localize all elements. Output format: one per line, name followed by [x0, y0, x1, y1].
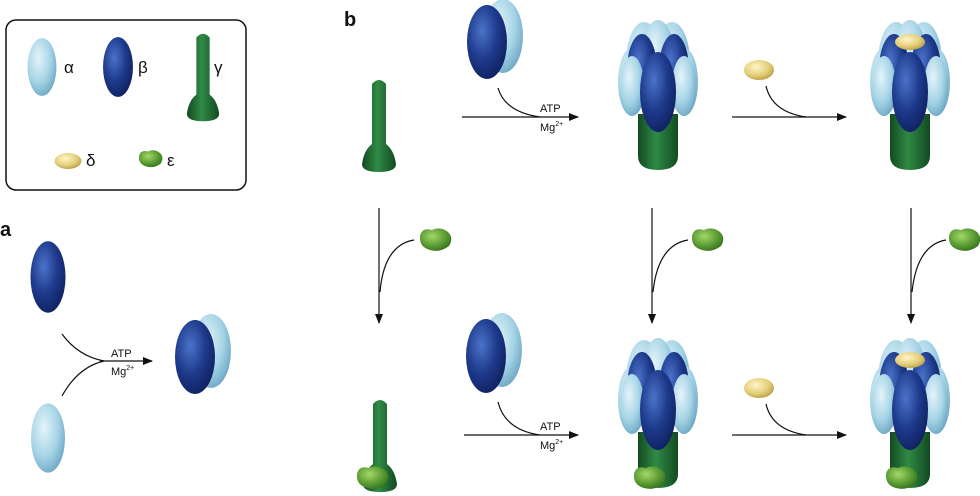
legend-box: α β γ δ ε — [5, 19, 247, 191]
panel-a-merge-arrow — [61, 333, 153, 397]
alpha3beta3-gamma-delta-complex-top — [870, 20, 950, 170]
epsilon-subunit-3 — [948, 228, 980, 251]
f1-complex-full-bottom — [870, 338, 950, 489]
panel-a-alpha-beta-pair — [175, 314, 231, 394]
delta-subunit-bottom — [744, 378, 774, 398]
legend-alpha-label: α — [64, 58, 74, 77]
delta-subunit-icon — [54, 153, 82, 169]
alpha-beta-pair-bottom — [466, 313, 522, 393]
top-arrow-1 — [462, 87, 579, 121]
panel-a-label: a — [0, 219, 12, 241]
down-arrow-1 — [375, 208, 415, 324]
top-mg-label: Mg2+ — [540, 121, 563, 134]
top-arrow-2 — [732, 85, 847, 121]
alpha3beta3-gamma-complex-top — [618, 20, 698, 170]
panel-a-beta — [30, 241, 66, 313]
bottom-arrow-2 — [732, 403, 847, 439]
delta-subunit-top — [744, 60, 774, 80]
gamma-subunit-icon — [186, 33, 220, 122]
beta-subunit-icon — [103, 37, 133, 97]
panel-a-atp-label: ATP — [111, 348, 132, 360]
legend-beta-label: β — [138, 58, 148, 77]
alpha-beta-pair-top — [467, 0, 523, 79]
gamma-epsilon-bottom — [356, 400, 397, 492]
gamma-subunit-top — [362, 80, 396, 172]
panel-a-mg-label: Mg2+ — [111, 365, 134, 378]
down-arrow-3 — [907, 208, 947, 324]
top-atp-label: ATP — [540, 103, 561, 115]
epsilon-subunit-2 — [691, 228, 724, 251]
epsilon-subunit-icon — [138, 150, 163, 168]
legend-epsilon-label: ε — [167, 151, 175, 170]
down-arrow-2 — [648, 208, 689, 324]
alpha-subunit-icon — [27, 38, 57, 96]
alpha3beta3-gamma-epsilon-complex-bottom — [618, 338, 698, 489]
legend-delta-label: δ — [86, 151, 95, 170]
bottom-mg-label: Mg2+ — [540, 439, 563, 452]
legend-gamma-label: γ — [214, 58, 223, 77]
epsilon-subunit-1 — [419, 228, 452, 251]
panel-a-alpha — [31, 403, 65, 473]
bottom-atp-label: ATP — [540, 421, 561, 433]
panel-b-label: b — [344, 9, 356, 31]
bottom-arrow-1 — [464, 401, 579, 439]
